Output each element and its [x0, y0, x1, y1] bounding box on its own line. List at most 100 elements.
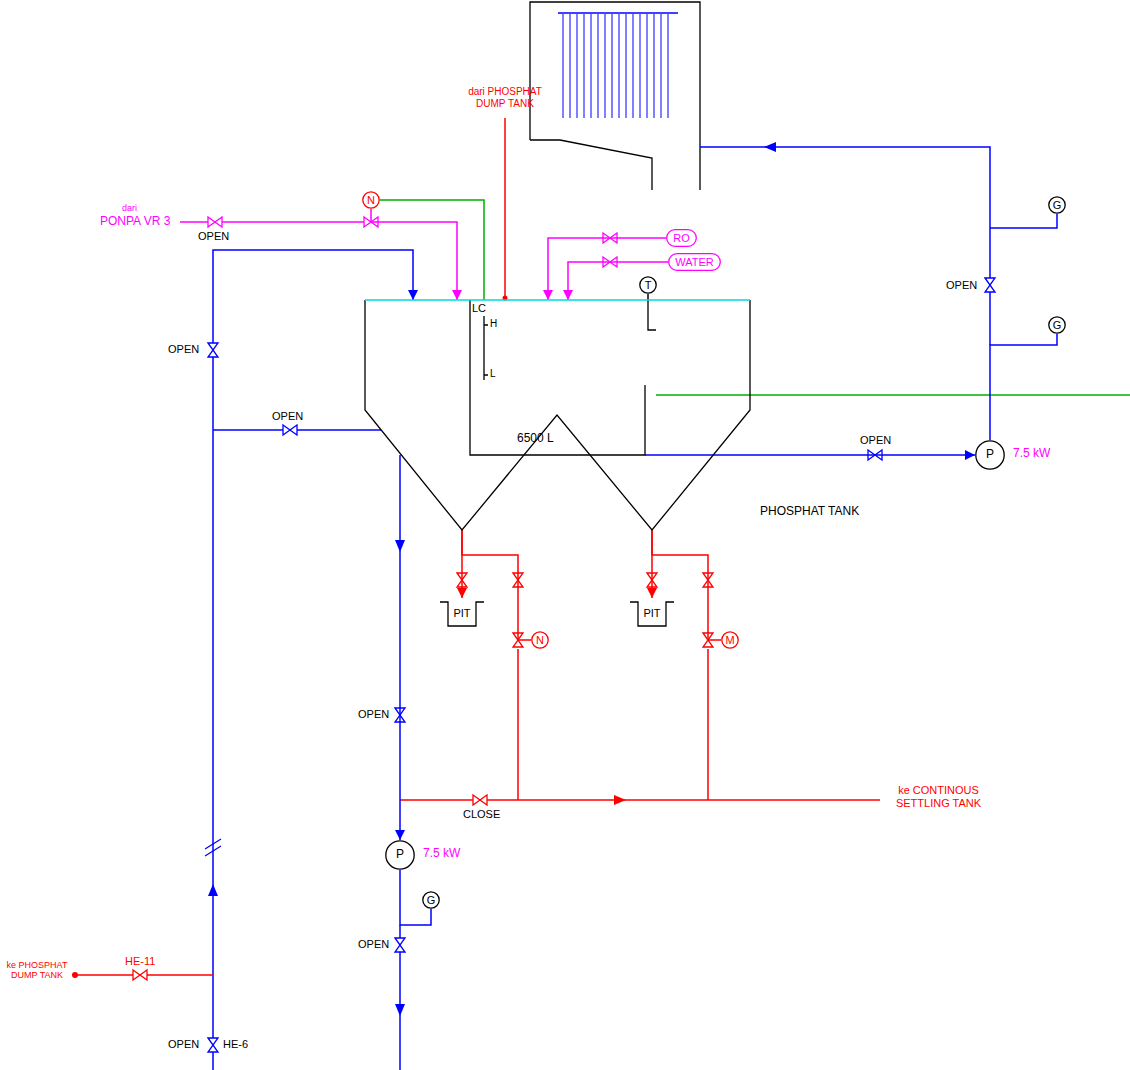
instrument-lines: [484, 316, 488, 380]
valve-symbol: [208, 343, 218, 357]
blue-pipe: [990, 214, 1057, 228]
pressure-gauge: G: [1048, 316, 1066, 334]
phosphat-tank-outline: [365, 300, 750, 530]
node-text: G: [427, 894, 436, 906]
valve-symbol: [985, 278, 995, 292]
pit: PIT: [440, 598, 484, 628]
valve-symbol: [208, 217, 222, 227]
pipe-label: LC: [472, 302, 486, 315]
liquid-level: [365, 299, 750, 301]
blue-pipe: [700, 147, 990, 345]
node-circle: [532, 632, 548, 648]
temperature-indicator: T: [639, 276, 657, 294]
pipe-connector: [548, 238, 666, 300]
motor-valve-indicator: N: [362, 191, 380, 209]
pipe-connector: [371, 209, 457, 300]
pump: P7.5 kW: [385, 840, 415, 870]
blue-pipe: [205, 839, 221, 856]
flow-arrow: [764, 142, 776, 152]
node-text: RO: [673, 232, 690, 244]
node-circle: [640, 277, 656, 293]
node-text: G: [1053, 319, 1062, 331]
supply-tag: WATER: [668, 253, 721, 271]
heat-exchanger: [530, 2, 700, 190]
pipe-label: OPEN: [358, 708, 389, 721]
pipe-label: OPEN: [946, 279, 977, 292]
node-text: PIT: [643, 607, 660, 619]
valve-symbol: [473, 795, 487, 805]
pipe-label: ke PHOSPHAT DUMP TANK: [2, 960, 72, 981]
node-text: N: [536, 634, 544, 646]
flow-arrow: [208, 884, 218, 896]
pit-outline: [440, 602, 484, 626]
pipe-connector: [380, 200, 484, 300]
pipe-label: dari: [122, 203, 137, 213]
valve-symbol: [208, 1038, 218, 1052]
pipe-label: PONPA VR 3: [100, 215, 170, 229]
node-circle: [423, 892, 439, 908]
node-text: N: [367, 194, 375, 206]
node-capsule: [667, 230, 697, 247]
node-circle: [1049, 317, 1065, 333]
supply-tag: RO: [666, 229, 697, 247]
pipe-label: OPEN: [168, 343, 199, 356]
phosphat-tank: 6500 LPHOSPHAT TANK: [365, 300, 750, 530]
node-circle: [976, 441, 1004, 469]
red-pipe: [75, 118, 880, 975]
green-signal-line: [656, 394, 1130, 396]
pipe-label: CLOSE: [463, 808, 500, 821]
valve-symbol: [133, 217, 995, 1052]
pump: P7.5 kW: [975, 440, 1005, 470]
heat-exchanger: [530, 140, 652, 190]
valve-symbol: [395, 938, 405, 952]
node-text: P: [986, 448, 994, 461]
pipe-label: OPEN: [860, 434, 891, 447]
pipe-label: dari PHOSPHAT DUMP TANK: [460, 86, 550, 109]
pipe-connector: [568, 262, 668, 300]
pipe-connector: [462, 530, 531, 640]
heat-exchanger: [530, 2, 700, 190]
node-text: G: [1053, 199, 1062, 211]
node-text: P: [396, 848, 404, 861]
node-text: 7.5 kW: [1013, 447, 1050, 460]
motor-valve-indicator: M: [721, 631, 739, 649]
node-text: WATER: [675, 256, 714, 268]
motor-valve-indicator: N: [531, 631, 549, 649]
node-circle: [722, 632, 738, 648]
pipe-label: ke CONTINOUS SETTLING TANK: [886, 784, 991, 809]
pipe-connector: [645, 454, 975, 456]
pit: PIT: [630, 598, 674, 628]
pipe-label: OPEN: [198, 230, 229, 243]
pipe-connector: [399, 455, 401, 840]
red-pipe: [504, 118, 506, 298]
pipe-connector: [647, 294, 649, 300]
node-circle: [363, 192, 379, 208]
instrument-lines: [648, 300, 656, 330]
node-capsule: [669, 254, 721, 271]
node-circle: [386, 841, 414, 869]
pipe-label: OPEN: [272, 410, 303, 423]
blue-pipe: [205, 147, 1057, 1070]
node-circle: [1049, 197, 1065, 213]
flow-arrow: [395, 1004, 405, 1016]
red-pipe: [400, 649, 880, 800]
pipe-label: HE-6: [223, 1038, 248, 1051]
tank-weir: [470, 300, 645, 455]
node-text: M: [725, 634, 734, 646]
red-marks: [72, 296, 626, 979]
red-marks: [72, 972, 78, 978]
pipe-label: H: [490, 318, 497, 330]
valve-symbol: [283, 425, 297, 435]
pit-outline: [630, 602, 674, 626]
pipe-label: HE-11: [125, 955, 155, 968]
valve-symbol: [133, 970, 147, 980]
red-marks: [614, 795, 626, 805]
green-signal-line: [656, 394, 1130, 396]
node-text: 6500 L: [517, 432, 554, 445]
node-text: PHOSPHAT TANK: [760, 505, 859, 518]
flow-arrow: [208, 142, 776, 1016]
blue-pipe: [213, 250, 413, 1070]
